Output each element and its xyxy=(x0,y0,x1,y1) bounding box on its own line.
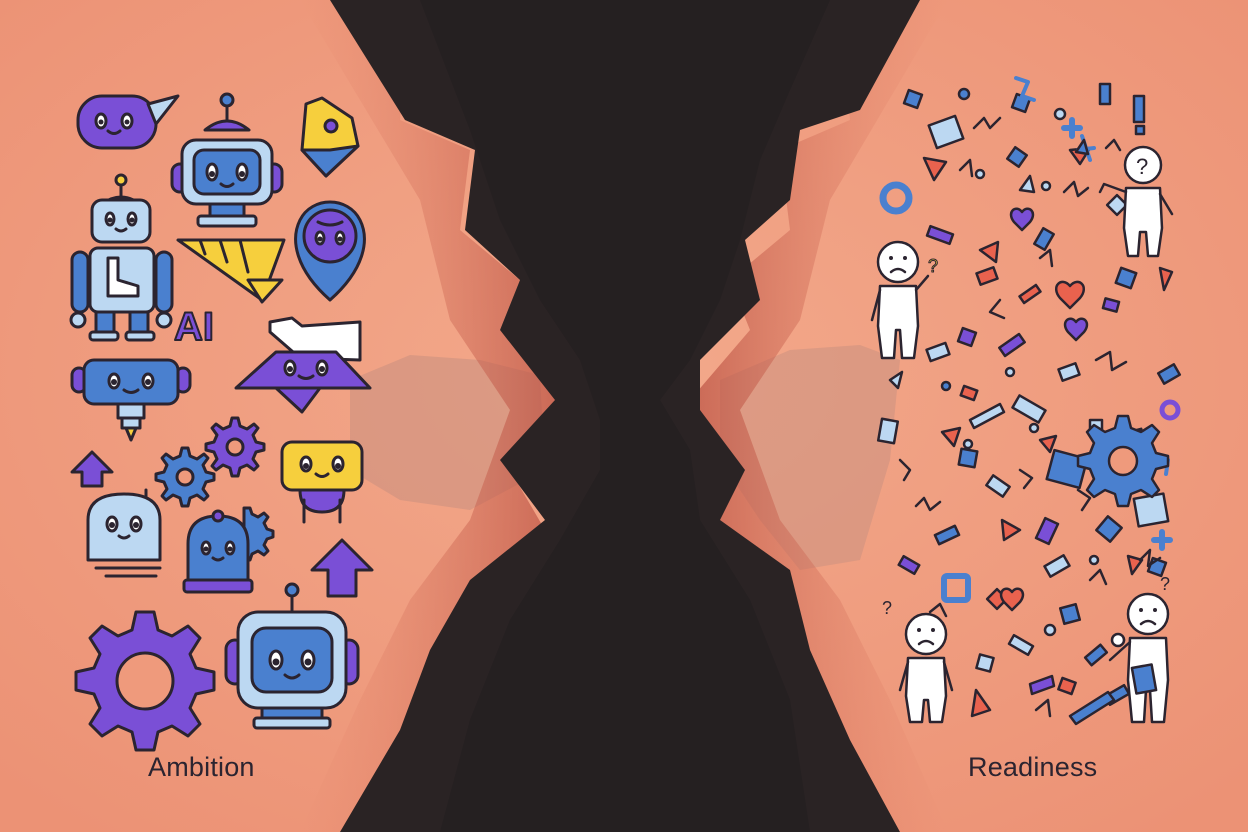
ai-text-icon: AI xyxy=(174,305,214,349)
heart-icon xyxy=(999,587,1025,612)
robot-head-icon xyxy=(170,92,284,228)
heart-icon xyxy=(1054,280,1086,310)
heart-pin-icon xyxy=(294,200,366,302)
confused-person-icon: ? xyxy=(882,598,954,724)
ambition-label: Ambition xyxy=(148,752,255,782)
gear-icon xyxy=(1076,414,1170,508)
confused-person-icon: ? xyxy=(870,240,939,360)
robot-drone-icon xyxy=(70,358,192,442)
heart-icon xyxy=(1063,317,1089,342)
confused-person-icon: ? xyxy=(1108,574,1170,724)
gear-icon xyxy=(204,416,266,478)
heart-icon xyxy=(1009,207,1035,232)
gear-icon xyxy=(154,446,216,508)
ramp-chart-icon xyxy=(176,238,286,304)
ghost-robot-icon xyxy=(86,488,162,578)
arrow-up-icon xyxy=(70,450,114,488)
dome-robot-icon xyxy=(182,506,275,594)
arrow-up-icon xyxy=(310,538,374,598)
question-mark-icon: ? xyxy=(928,256,938,276)
robot-icon xyxy=(69,173,174,342)
yellow-robot-icon xyxy=(280,440,364,524)
ufo-robot-icon xyxy=(234,316,372,414)
chasm-edge-right xyxy=(690,0,948,832)
large-gear-icon xyxy=(74,610,216,752)
readiness-label: Readiness xyxy=(968,752,1098,782)
confused-person-icon: ? xyxy=(1098,145,1174,258)
scattered-shapes xyxy=(876,76,1182,726)
svg-text:?: ? xyxy=(1136,154,1148,179)
location-pin-icon xyxy=(300,96,360,178)
question-mark-icon: ? xyxy=(1160,574,1170,594)
robot-monitor-icon xyxy=(224,582,360,730)
speech-bubble-icon xyxy=(76,94,180,150)
question-mark-icon: ? xyxy=(882,598,892,618)
chasm-inner xyxy=(420,0,830,832)
